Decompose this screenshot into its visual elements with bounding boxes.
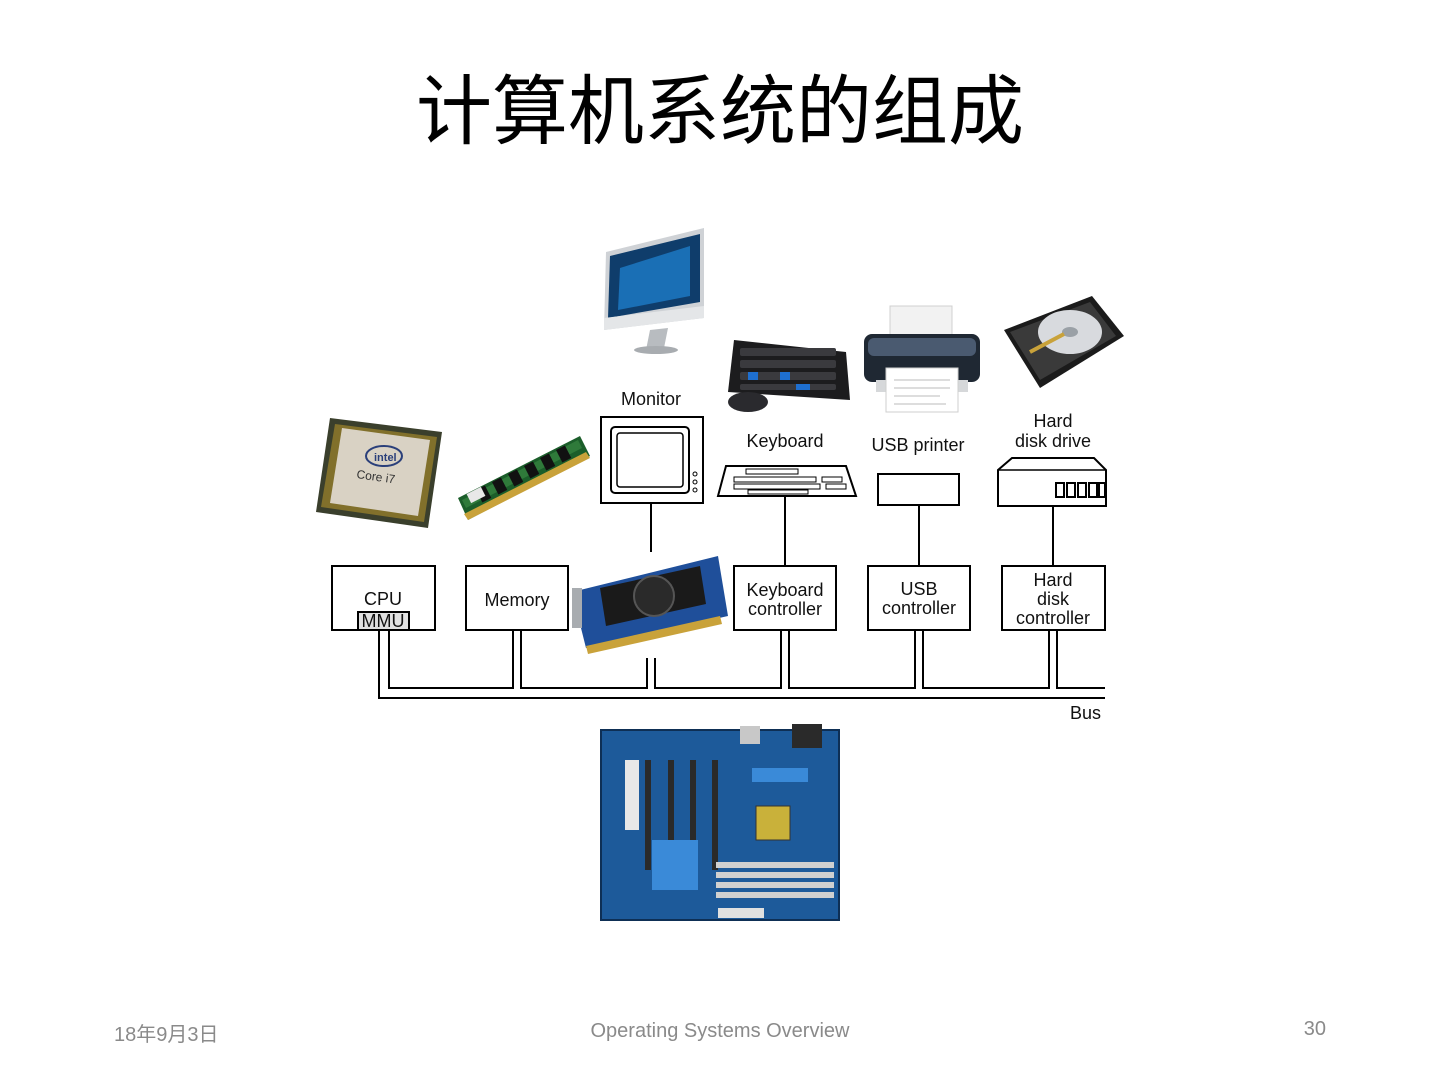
hard-disk-controller-box: [1001, 565, 1106, 631]
cpu-chip-photo: intel Core i7: [316, 418, 442, 528]
svg-text:intel: intel: [374, 452, 397, 464]
memory-label: Memory: [484, 590, 549, 610]
disk-controller-label-line2: disk: [1037, 589, 1070, 609]
footer-title: Operating Systems Overview: [590, 1020, 850, 1042]
cpu-box: [331, 565, 436, 631]
graphics-card-photo: [572, 556, 728, 654]
memory-box: [465, 565, 569, 631]
keyboard-photo: [728, 340, 850, 412]
keyboard-controller-label-line1: Keyboard: [746, 580, 823, 600]
slide-title: 计算机系统的组成: [416, 67, 1024, 156]
keyboard-controller-label-line2: controller: [748, 599, 822, 619]
usb-printer-label: USB printer: [871, 435, 964, 455]
usb-controller-label-line2: controller: [882, 598, 956, 618]
page-number: 30: [1303, 1018, 1326, 1040]
printer-photo: [864, 305, 980, 413]
hard-drive-photo: [1004, 296, 1124, 388]
keyboard-device: [716, 465, 858, 566]
mmu-label: MMU: [362, 611, 405, 631]
cpu-label: CPU: [364, 589, 402, 609]
memory-module-photo: [458, 436, 590, 520]
system-bus: [378, 630, 1105, 699]
disk-controller-label-line3: controller: [1016, 608, 1090, 628]
hard-disk-label-line2: disk drive: [1015, 431, 1091, 451]
motherboard-photo: [600, 724, 840, 921]
hard-disk-drive-device: [997, 457, 1107, 566]
footer-date: 18年9月3日: [114, 1024, 219, 1046]
disk-controller-label-line1: Hard: [1033, 570, 1072, 590]
monitor-label: Monitor: [621, 389, 681, 409]
usb-controller-label-line1: USB: [900, 579, 937, 599]
bus-label: Bus: [1070, 703, 1101, 723]
monitor-device: [600, 416, 704, 552]
usb-controller-box: [867, 565, 971, 631]
hard-disk-label-line1: Hard: [1033, 411, 1072, 431]
keyboard-label: Keyboard: [746, 431, 823, 451]
usb-printer-device: [877, 473, 960, 566]
monitor-photo: [604, 228, 704, 354]
svg-text:Core i7: Core i7: [356, 467, 397, 486]
keyboard-controller-box: [733, 565, 837, 631]
